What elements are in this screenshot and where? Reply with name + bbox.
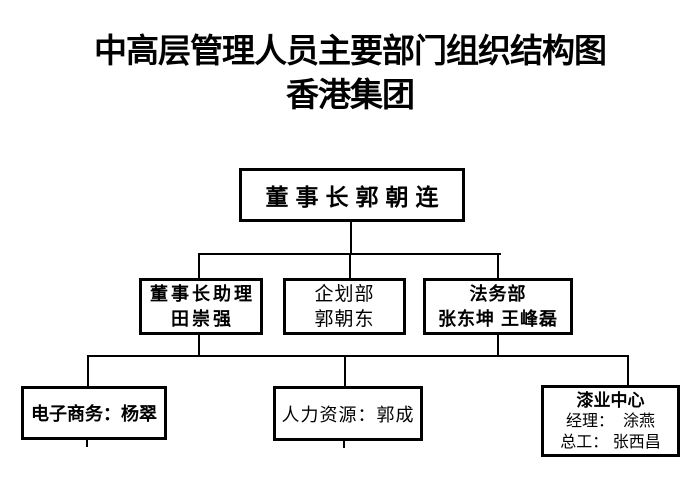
connector-assistant-down [198,335,200,356]
connector-drop-paint [627,357,629,385]
connector-legal-down [497,335,499,356]
org-node-hr-label: 人力资源：郭成 [281,404,415,425]
org-node-planning-dept: 企划部 郭朝东 [283,278,406,335]
org-node-legal-title: 法务部 [469,283,527,304]
org-node-paint-manager: 经理： 涂燕 [566,412,655,430]
connector-tick-hr [343,441,345,448]
org-node-hr: 人力资源：郭成 [273,386,423,441]
org-node-paint-engineer: 总工： 张西昌 [560,433,661,451]
chart-title-line2: 香港集团 [286,76,415,113]
connector-drop-legal [497,255,499,278]
org-node-paint-center: 漆业中心 经理： 涂燕 总工： 张西昌 [541,385,680,457]
org-node-chairman-label: 董事长郭朝连 [265,184,446,210]
connector-drop-ecommerce [87,357,89,386]
org-node-chairman: 董事长郭朝连 [239,168,465,222]
org-node-assistant: 董事长助理 田崇强 [139,278,263,335]
chart-title-line1: 中高层管理人员主要部门组织结构图 [94,32,607,69]
org-node-legal-persons: 张东坤 王峰磊 [437,308,558,329]
chart-title: 中高层管理人员主要部门组织结构图 香港集团 [0,29,700,117]
org-node-paint-title: 漆业中心 [576,390,645,410]
org-node-planning-person: 郭朝东 [314,308,375,330]
org-node-ecommerce-label: 电子商务：杨翠 [31,404,157,424]
connector-drop-hr [344,357,346,386]
org-node-ecommerce: 电子商务：杨翠 [21,386,167,440]
connector-tick-ecommerce [86,440,88,447]
connector-drop-planning [349,255,351,278]
connector-rail-level3 [87,355,629,357]
org-node-assistant-person: 田崇强 [171,308,234,329]
org-node-legal-dept: 法务部 张东坤 王峰磊 [423,278,573,335]
org-node-planning-title: 企划部 [314,283,375,305]
org-node-assistant-title: 董事长助理 [150,283,255,304]
connector-root-drop [350,221,352,255]
connector-drop-assistant [198,255,200,278]
connector-rail-level2 [198,253,501,255]
